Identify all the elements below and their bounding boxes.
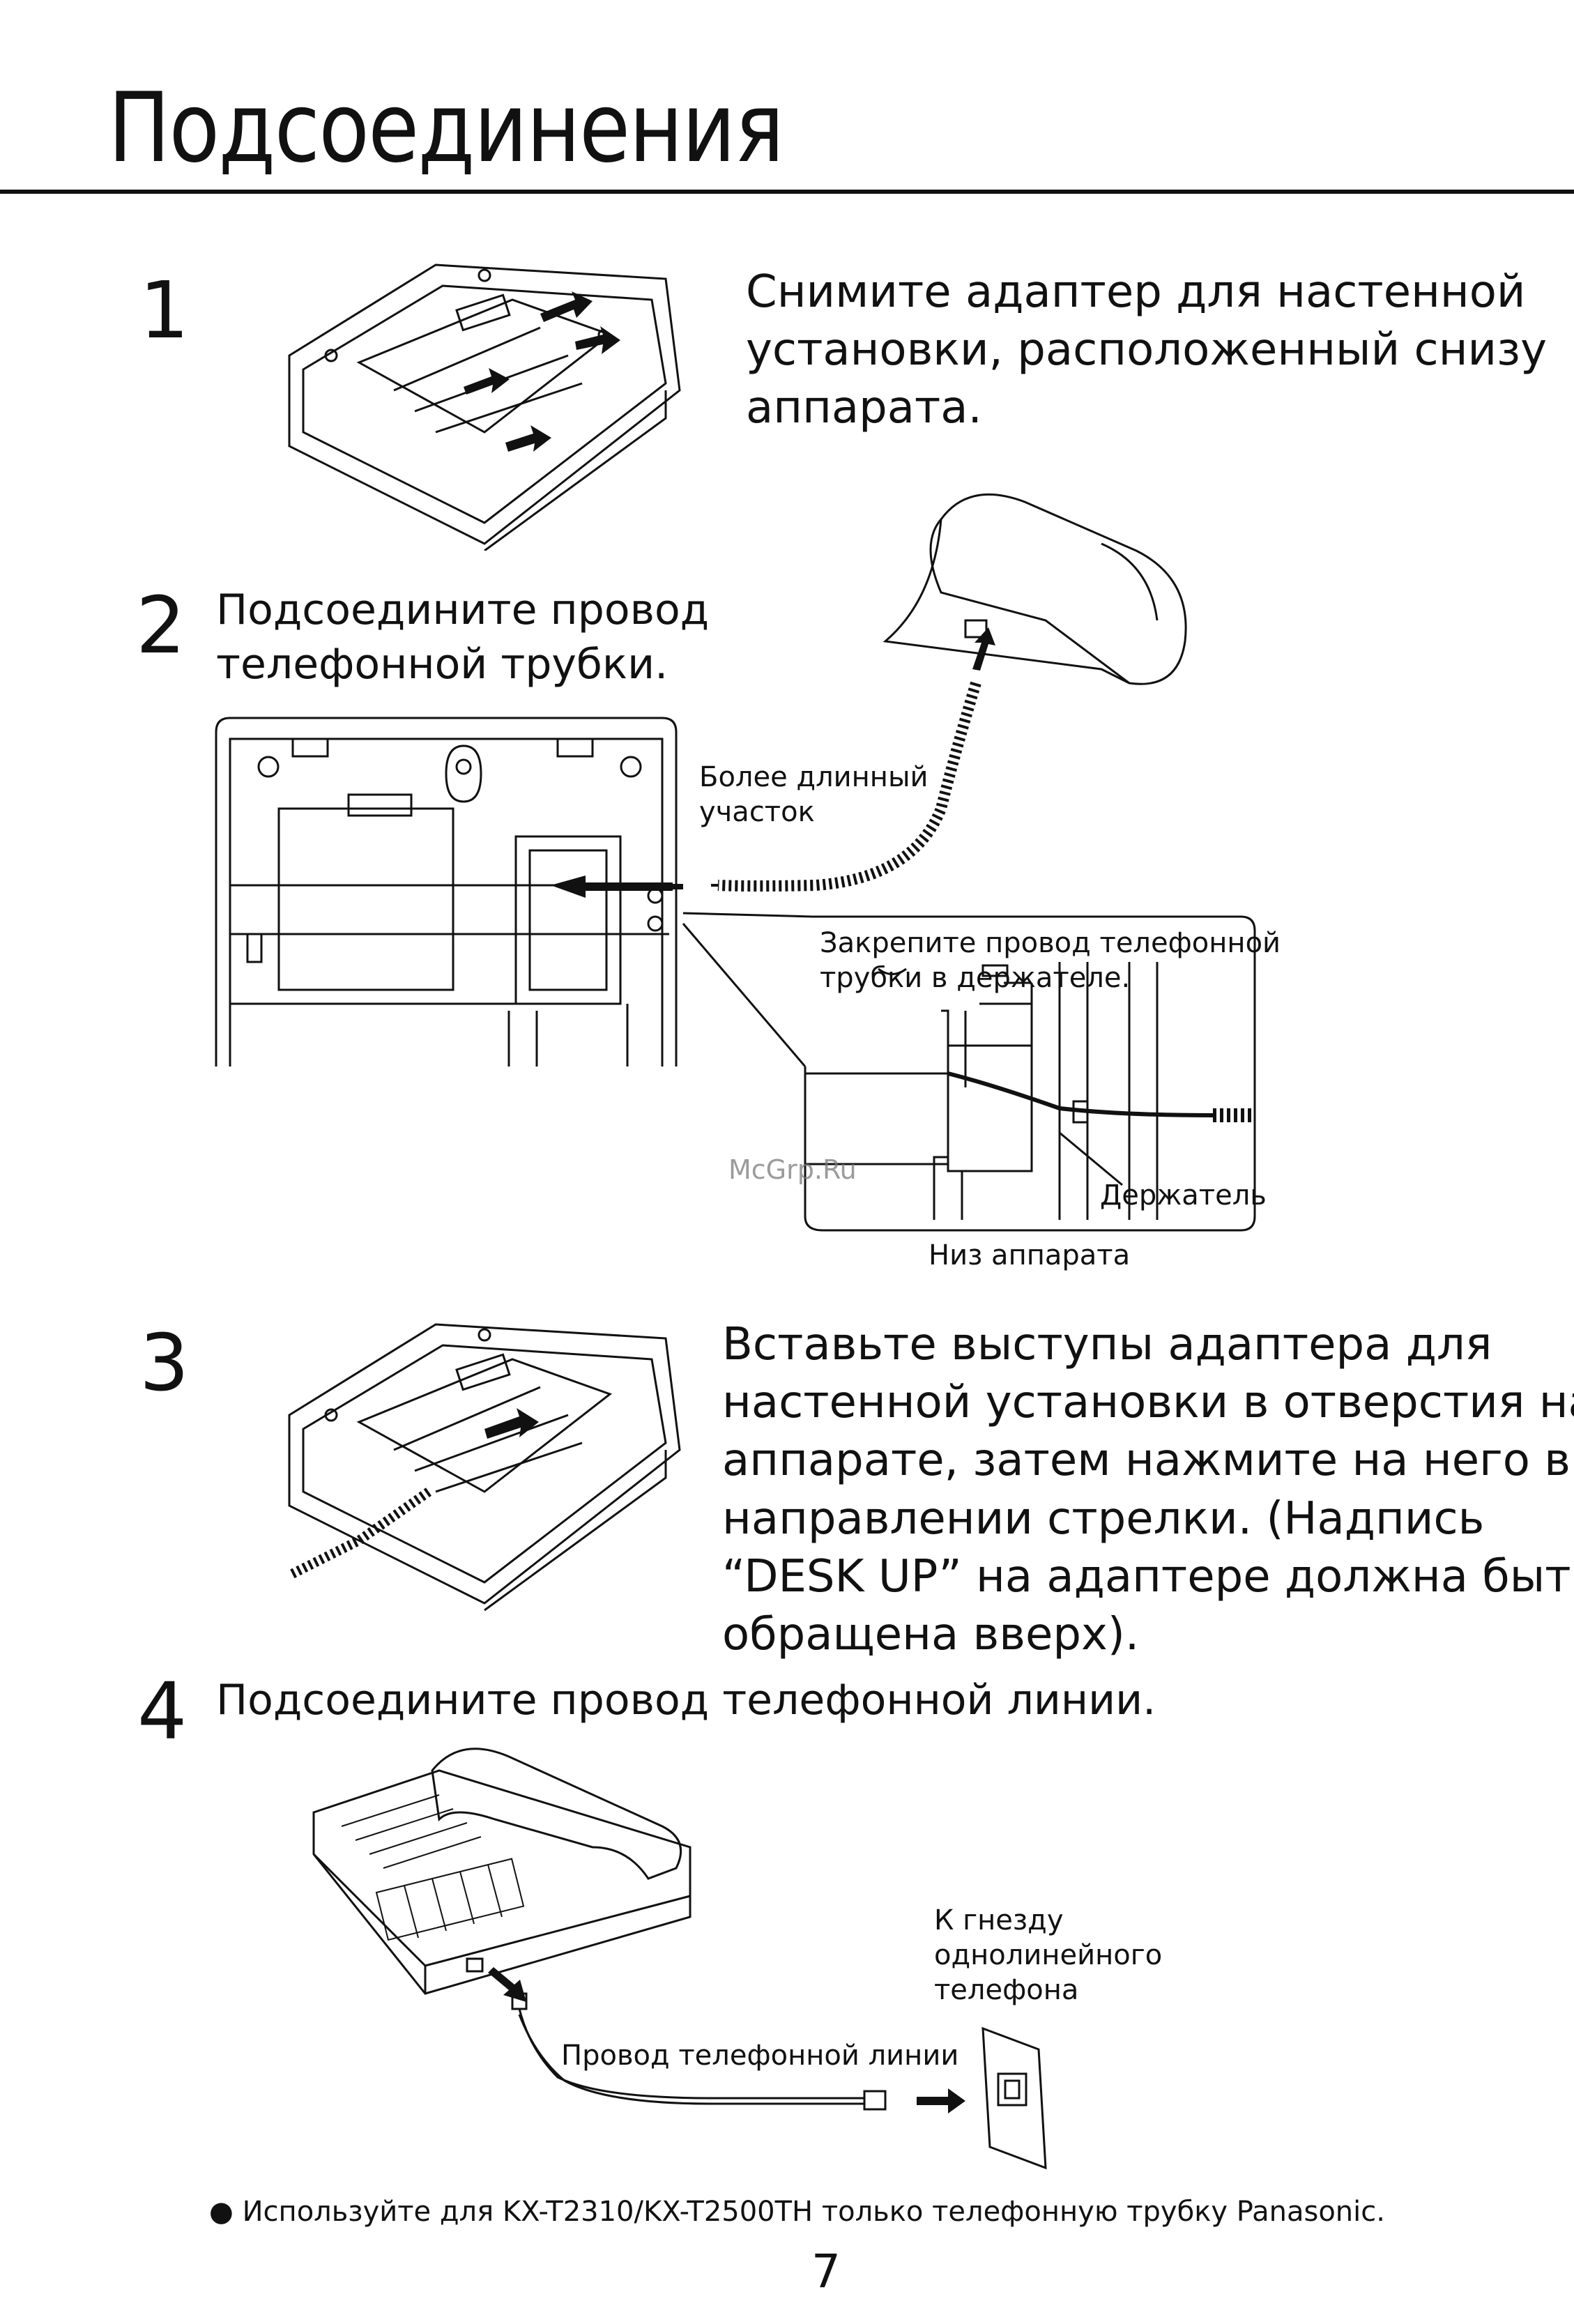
label-holder: Держатель [1100,1179,1267,1211]
step-3-number: 3 [139,1318,190,1409]
footnote-bullet: ● [209,2196,234,2228]
label-longer-part: Более длинный участок [699,761,929,828]
label-single-line-jack: К гнезду однолинейного телефона [934,1904,1163,2006]
step-4-instruction: Подсоедините провод телефонной линии. [216,1676,1156,1725]
label-bottom-of-unit: Низ аппарата [929,1239,1131,1271]
watermark: McGrp.Ru [728,1154,857,1185]
step-4-number: 4 [137,1667,188,1757]
footnote-text: Используйте для KX-T2310/KX-T2500TH толь… [242,2196,1385,2228]
step-2-number: 2 [136,581,186,671]
label-line-cord: Провод телефонной линии [561,2040,959,2072]
page-number: 7 [811,2245,841,2298]
callout-text: Закрепите провод телефонной трубки в дер… [820,927,1281,994]
phone-underside-illustration-1 [275,251,694,551]
step-1-number: 1 [139,266,190,356]
holder-callout-illustration [669,906,1262,1234]
handset-cord-illustration [711,460,1227,906]
step-1-instruction: Снимите адаптер для настенной установки,… [746,266,1548,434]
step-2-instruction: Подсоедините провод телефонной трубки. [216,586,710,689]
step-3-instruction: Вставьте выступы адаптера для настенной … [722,1319,1574,1660]
line-cord-illustration [502,1987,1087,2175]
desk-phone-illustration [300,1743,732,2002]
footnote: ● Используйте для KX-T2310/KX-T2500TH то… [209,2194,1385,2229]
base-bottom-illustration [209,711,683,1067]
title-rule [0,190,1574,194]
page-title: Подсоединения [108,72,784,184]
phone-underside-illustration-3 [275,1310,694,1617]
